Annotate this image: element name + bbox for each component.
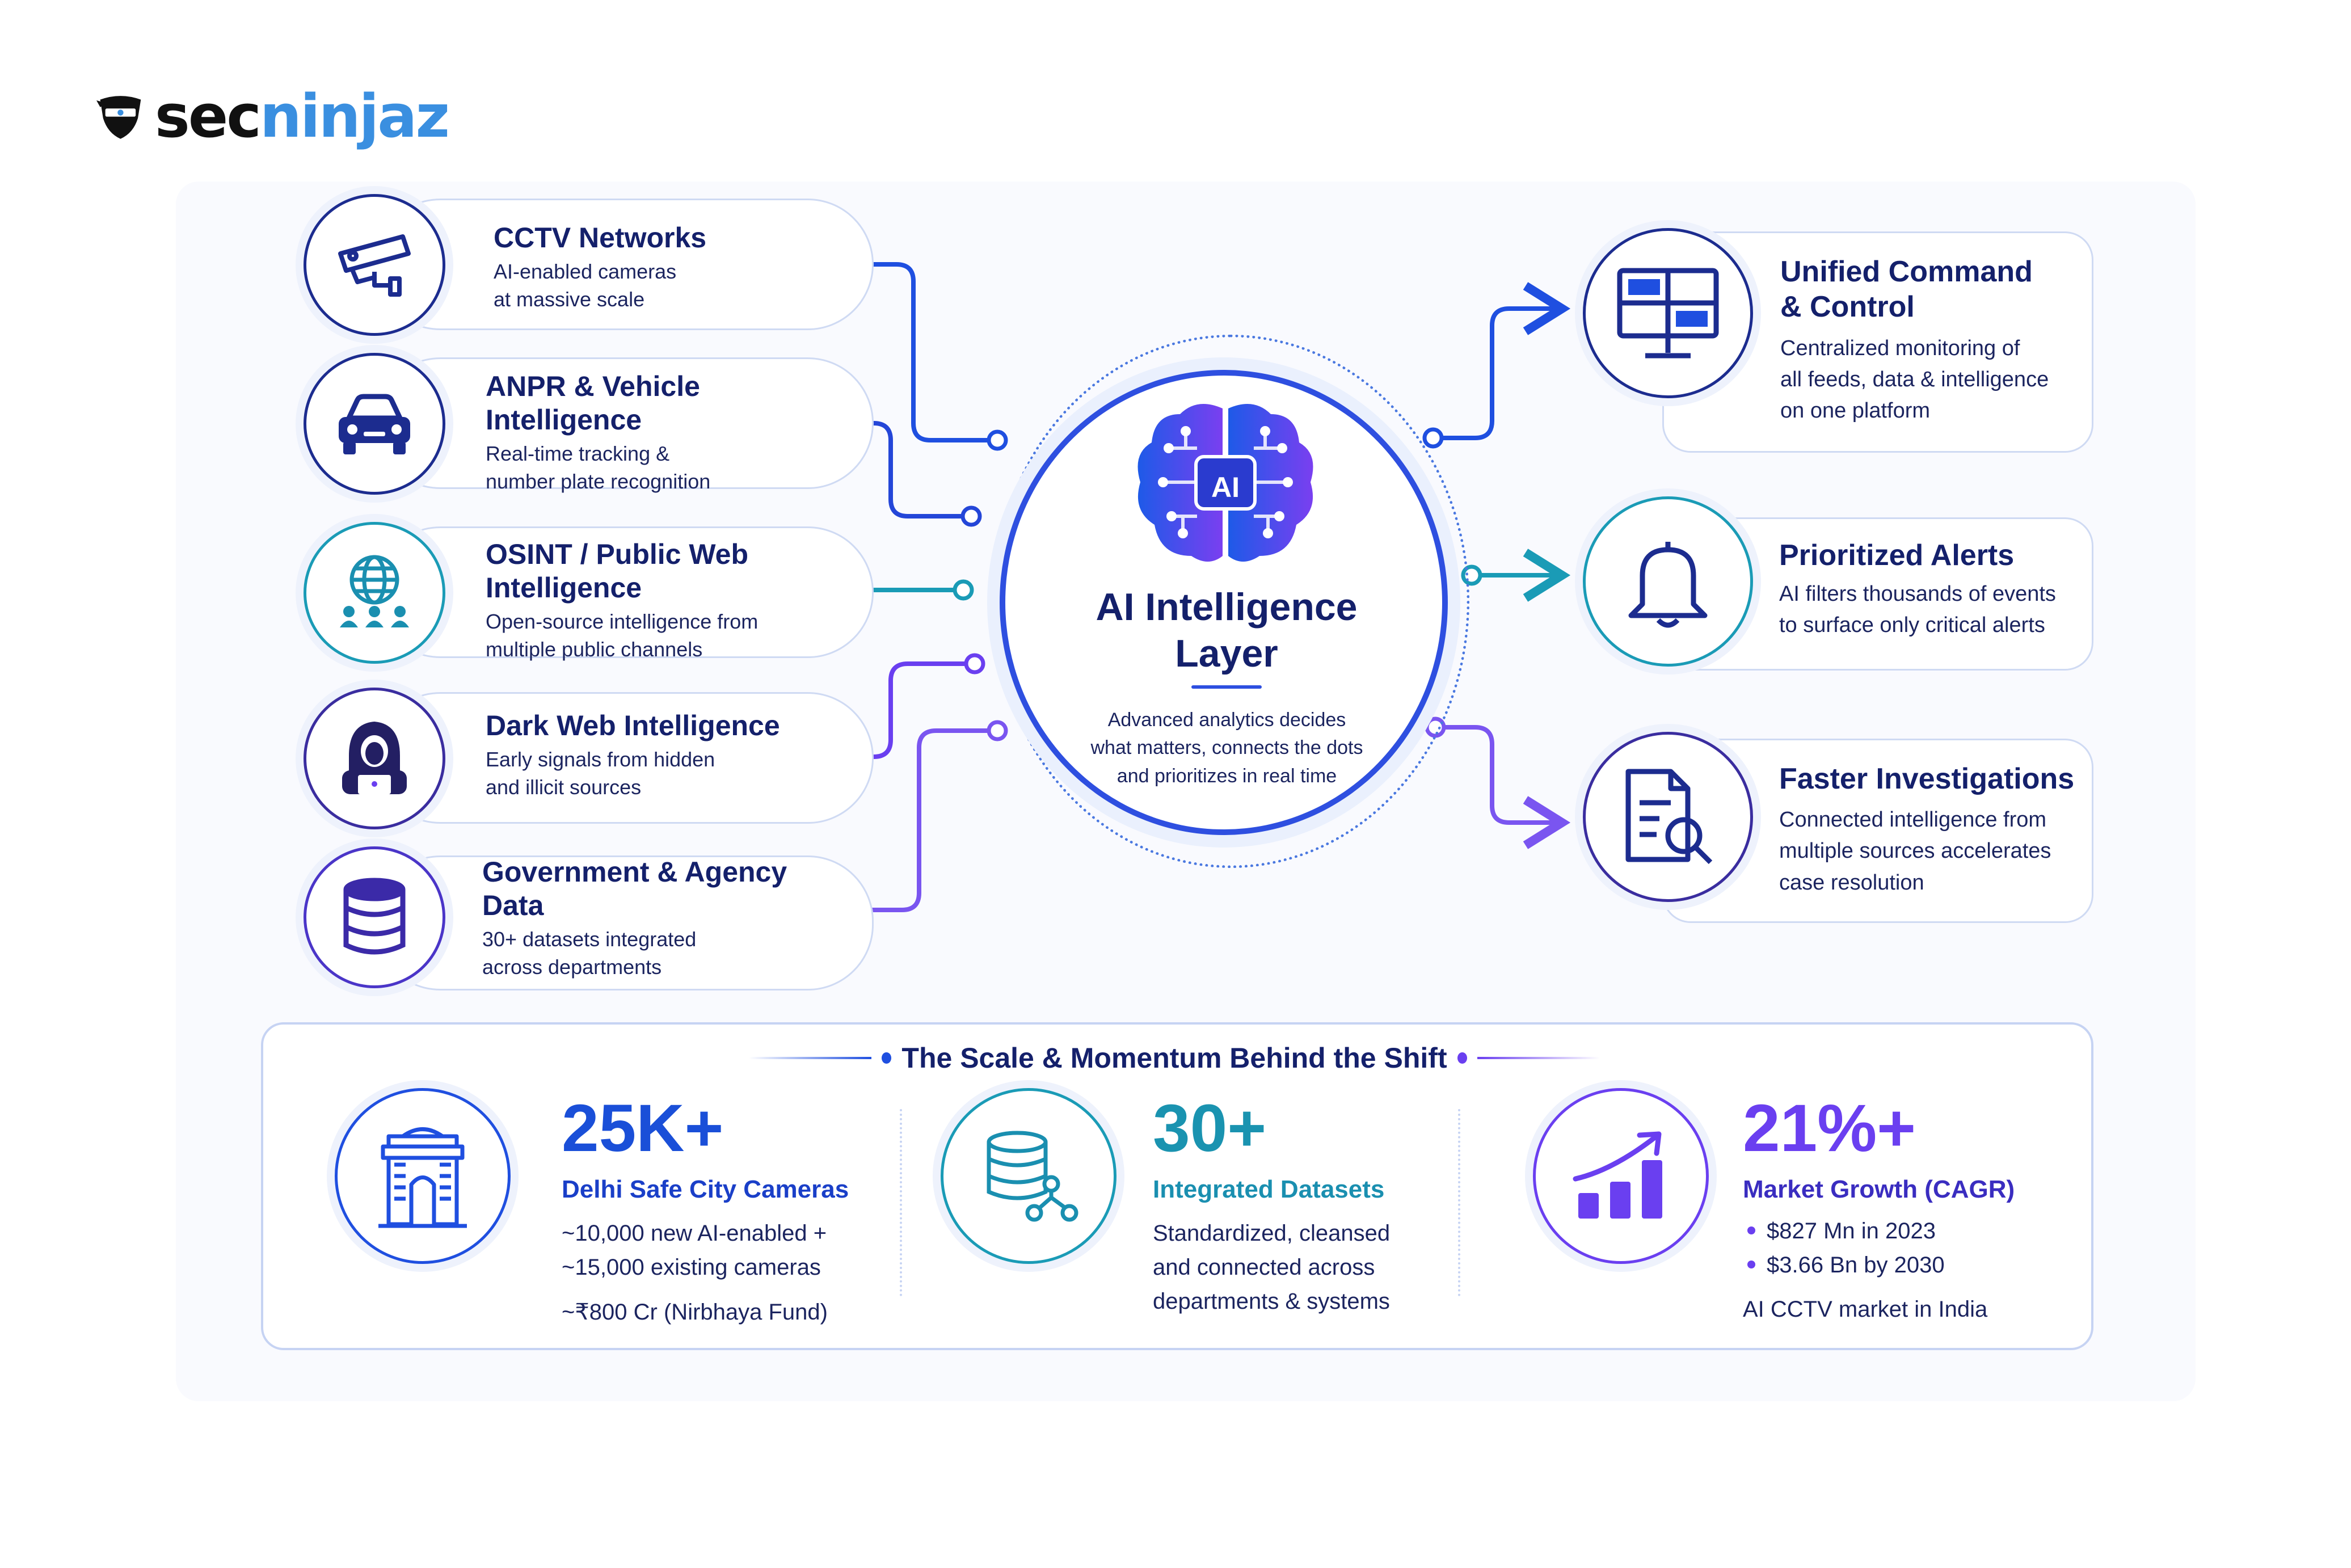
- hub-title-underline: [1191, 685, 1262, 689]
- stat-growth: 21%+ Market Growth (CAGR) $827 Mn in 202…: [1743, 1095, 2061, 1322]
- source-icon-anpr: [304, 353, 445, 495]
- bell-icon: [1628, 542, 1708, 628]
- stat-cameras: 25K+ Delhi Safe City Cameras ~10,000 new…: [562, 1095, 902, 1325]
- brand-wordmark: secninjaz: [154, 82, 450, 151]
- cctv-camera-icon: [338, 234, 411, 297]
- source-title: Government & Agency Data: [482, 856, 787, 921]
- stat-label: Delhi Safe City Cameras: [562, 1175, 849, 1203]
- output-desc: Centralized monitoring of all feeds, dat…: [1780, 336, 2049, 423]
- database-network-icon: [987, 1131, 1078, 1222]
- car-icon: [339, 394, 410, 454]
- output-title: Faster Investigations: [1779, 762, 2075, 795]
- output-text-alerts: Prioritized Alerts AI filters thousands …: [1779, 538, 2108, 642]
- monitor-grid-icon: [1617, 268, 1719, 359]
- globe-people-icon: [340, 555, 409, 627]
- ai-intelligence-hub: [1000, 370, 1448, 835]
- stat-label: Market Growth (CAGR): [1743, 1175, 2015, 1203]
- source-icon-cctv: [304, 194, 445, 336]
- source-desc: Early signals from hidden and illicit so…: [486, 748, 715, 799]
- stat-datasets: 30+ Integrated Datasets Standardized, cl…: [1153, 1095, 1471, 1318]
- stat-desc: ~10,000 new AI-enabled + ~15,000 existin…: [562, 1221, 827, 1280]
- growth-chart-icon: [1573, 1131, 1662, 1219]
- source-desc: Open-source intelligence from multiple p…: [486, 610, 759, 661]
- output-text-command: Unified Command & Control Centralized mo…: [1780, 254, 2098, 427]
- output-desc: AI filters thousands of events to surfac…: [1779, 582, 2056, 638]
- ai-chip-label: AI: [1211, 471, 1240, 503]
- stats-box: [261, 1022, 2093, 1350]
- ninja-shield-icon: [96, 96, 141, 139]
- brand-sec: sec: [154, 82, 262, 151]
- source-title: CCTV Networks: [494, 222, 707, 254]
- database-icon: [343, 878, 406, 955]
- stats-divider: [1458, 1109, 1460, 1296]
- stat-value: 30+: [1153, 1091, 1267, 1166]
- stat-icon-datasets: [941, 1088, 1116, 1264]
- source-card-cctv[interactable]: [374, 199, 874, 330]
- source-desc: AI-enabled cameras at massive scale: [494, 260, 677, 311]
- hub-dotted-ring: [993, 335, 1469, 868]
- stat-icon-cameras: [335, 1088, 511, 1264]
- stat-bullet: $3.66 Bn by 2030: [1743, 1248, 2061, 1282]
- source-icon-osint: [304, 522, 445, 664]
- source-text-darkweb: Dark Web Intelligence Early signals from…: [486, 709, 803, 801]
- stats-heading: The Scale & Momentum Behind the Shift: [749, 1038, 1600, 1078]
- heading-dot-right: [1457, 1052, 1467, 1064]
- document-search-icon: [1625, 769, 1713, 865]
- source-icon-government: [304, 846, 445, 988]
- brand-logo: secninjaz: [96, 77, 450, 156]
- source-text-cctv: CCTV Networks AI-enabled cameras at mass…: [494, 221, 811, 313]
- brand-ninjaz: ninjaz: [259, 82, 450, 151]
- source-desc: Real-time tracking & number plate recogn…: [486, 442, 711, 493]
- hub-description: Advanced analytics decides what matters,…: [1090, 709, 1363, 787]
- stat-desc: Standardized, cleansed and connected acr…: [1153, 1221, 1391, 1314]
- source-card-government[interactable]: [374, 855, 874, 990]
- stat-note: AI CCTV market in India: [1743, 1297, 1988, 1322]
- output-icon-alerts: [1583, 496, 1753, 667]
- stat-icon-growth: [1533, 1088, 1709, 1264]
- source-card-osint[interactable]: [374, 526, 874, 658]
- source-icon-darkweb: [304, 688, 445, 829]
- stat-value: 25K+: [562, 1091, 724, 1166]
- output-title: Prioritized Alerts: [1779, 539, 2015, 572]
- source-text-government: Government & Agency Data 30+ datasets in…: [482, 855, 800, 981]
- output-desc: Connected intelligence from multiple sou…: [1779, 808, 2051, 895]
- heading-dot-left: [882, 1052, 892, 1064]
- output-icon-investigations: [1583, 732, 1753, 902]
- source-title: ANPR & Vehicle Intelligence: [486, 370, 700, 436]
- source-title: Dark Web Intelligence: [486, 710, 780, 741]
- stat-note: ~₹800 Cr (Nirbhaya Fund): [562, 1300, 828, 1325]
- stat-label: Integrated Datasets: [1153, 1175, 1385, 1203]
- heading-rule-left: [749, 1057, 872, 1059]
- hooded-hacker-icon: [342, 722, 407, 794]
- india-gate-icon: [378, 1127, 467, 1228]
- stat-bullet: $827 Mn in 2023: [1743, 1214, 2061, 1248]
- output-icon-command: [1583, 228, 1753, 398]
- source-desc: 30+ datasets integrated across departmen…: [482, 928, 697, 979]
- output-text-investigations: Faster Investigations Connected intellig…: [1779, 761, 2108, 899]
- stat-value: 21%+: [1743, 1091, 1916, 1166]
- source-title: OSINT / Public Web Intelligence: [486, 538, 749, 604]
- hub-title: AI Intelligence Layer: [1096, 585, 1358, 675]
- stat-bullets: $827 Mn in 2023 $3.66 Bn by 2030: [1743, 1214, 2061, 1282]
- source-text-osint: OSINT / Public Web Intelligence Open-sou…: [486, 538, 803, 663]
- heading-rule-right: [1477, 1057, 1600, 1059]
- stats-divider: [900, 1109, 902, 1296]
- output-title: Unified Command & Control: [1780, 255, 2033, 324]
- stats-title: The Scale & Momentum Behind the Shift: [901, 1042, 1447, 1074]
- source-text-anpr: ANPR & Vehicle Intelligence Real-time tr…: [486, 370, 803, 495]
- ai-brain-icon: [1137, 404, 1313, 562]
